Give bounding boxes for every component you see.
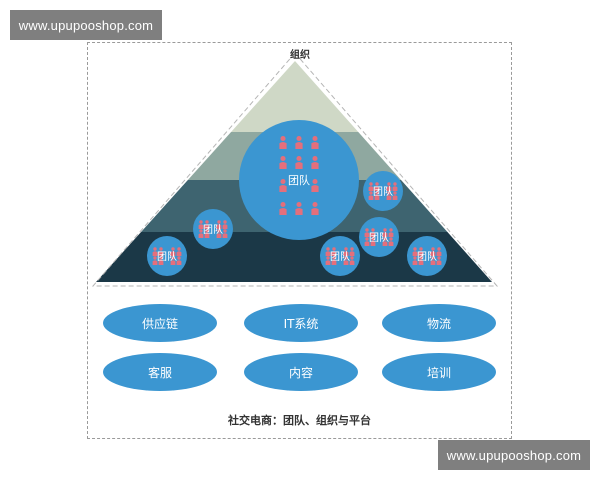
small-team-label: 团队	[203, 223, 223, 236]
function-customer-service: 客服	[103, 353, 217, 391]
function-training: 培训	[382, 353, 496, 391]
watermark-top: www.upupooshop.com	[10, 10, 162, 40]
diagram-frame	[87, 42, 512, 439]
small-team-bubble: 团队	[320, 236, 360, 276]
small-team-label: 团队	[373, 185, 393, 198]
pyramid-outline	[91, 52, 499, 287]
big-team-bubble: 团队	[239, 120, 359, 240]
small-team-label: 团队	[330, 250, 350, 263]
small-team-bubble: 团队	[407, 236, 447, 276]
small-team-bubble: 团队	[193, 209, 233, 249]
big-team-label: 团队	[288, 173, 310, 187]
function-it-system: IT系统	[244, 304, 358, 342]
small-team-label: 团队	[417, 250, 437, 263]
watermark-bottom: www.upupooshop.com	[438, 440, 590, 470]
small-team-bubble: 团队	[363, 171, 403, 211]
small-team-bubble: 团队	[147, 236, 187, 276]
diagram-caption: 社交电商：团队、组织与平台	[228, 414, 371, 427]
function-logistics: 物流	[382, 304, 496, 342]
function-supply-chain: 供应链	[103, 304, 217, 342]
small-team-bubble: 团队	[359, 217, 399, 257]
apex-label: 组织	[290, 48, 310, 61]
small-team-label: 团队	[157, 250, 177, 263]
function-content: 内容	[244, 353, 358, 391]
small-team-label: 团队	[369, 231, 389, 244]
